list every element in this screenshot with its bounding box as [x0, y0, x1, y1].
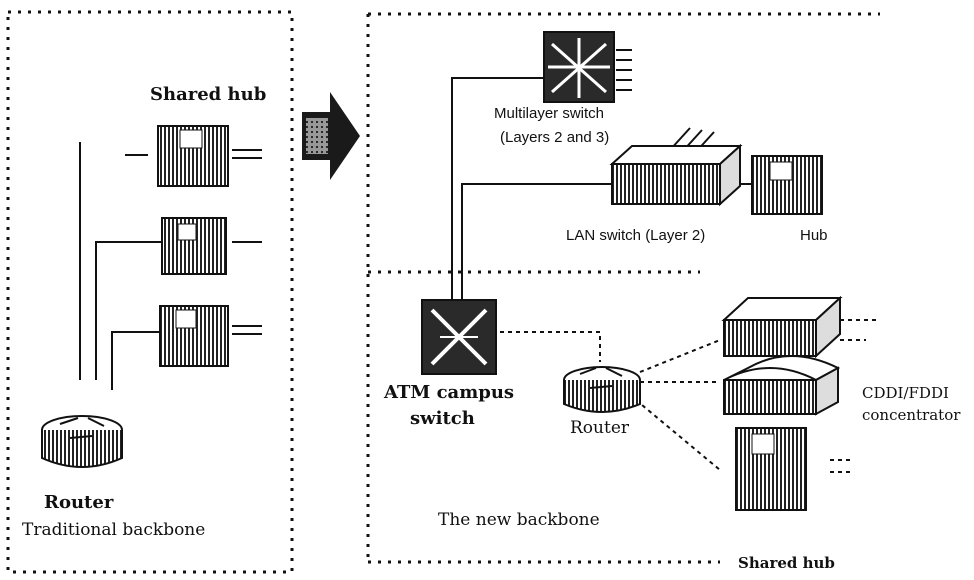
hub-icon — [158, 126, 228, 186]
traditional-backbone-label: Traditional backbone — [22, 522, 205, 539]
multilayer-switch-icon — [544, 32, 614, 102]
shared-hub-top-label: Shared hub — [150, 86, 266, 104]
router-icon — [42, 416, 122, 467]
atm-switch-label-line2: switch — [410, 410, 475, 428]
hub-icon — [752, 156, 822, 214]
cddi-fddi-label-line2: concentrator — [862, 408, 960, 423]
lan-switch-icon — [612, 146, 740, 204]
hub-icon — [160, 306, 228, 366]
switch-icon — [724, 298, 840, 356]
atm-switch-icon — [422, 300, 496, 374]
router-right-label: Router — [570, 420, 629, 437]
concentrator-icon — [724, 356, 838, 414]
cddi-fddi-label-line1: CDDI/FDDI — [862, 386, 949, 401]
multilayer-switch-sublabel: (Layers 2 and 3) — [500, 130, 609, 145]
new-backbone-label: The new backbone — [438, 512, 600, 529]
router-left-label: Router — [44, 494, 113, 512]
atm-switch-label-line1: ATM campus — [384, 384, 514, 402]
lan-switch-label: LAN switch (Layer 2) — [566, 228, 705, 243]
multilayer-switch-label: Multilayer switch — [494, 106, 604, 121]
router-icon — [564, 367, 640, 412]
right-arrow-icon — [302, 92, 360, 180]
hub-icon — [736, 428, 806, 510]
shared-hub-bottom-label: Shared hub — [738, 556, 835, 571]
hub-label: Hub — [800, 228, 828, 243]
hub-icon — [162, 218, 226, 274]
